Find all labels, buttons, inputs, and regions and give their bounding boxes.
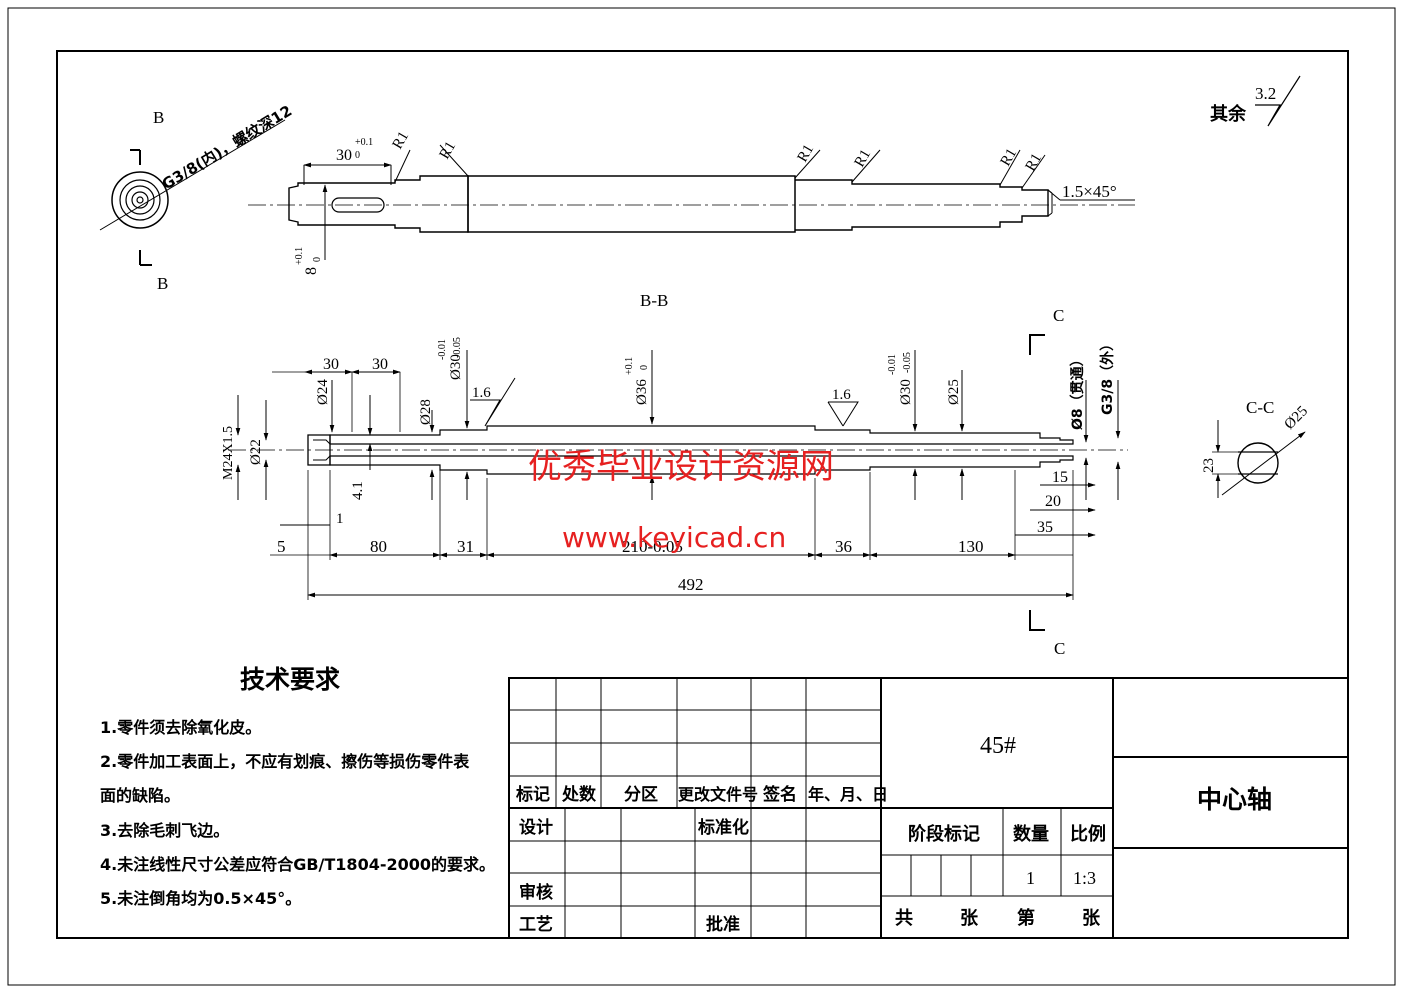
dim-30-a: 30 <box>323 356 339 373</box>
radius-label-3: R1 <box>795 142 818 165</box>
dim-d28: Ø28 <box>418 399 434 425</box>
role-process: 工艺 <box>519 914 553 935</box>
overall-length: 492 <box>678 575 704 594</box>
dim-g38-ext: G3/8（外） <box>1099 337 1116 415</box>
svg-text:+0.1: +0.1 <box>294 247 305 265</box>
dim-5: 5 <box>277 537 286 556</box>
svg-text:0: 0 <box>312 257 323 262</box>
svg-text:0: 0 <box>355 150 360 161</box>
radius-label-4: R1 <box>852 147 875 170</box>
keyway-length: 30 <box>336 147 352 164</box>
section-title-cc: C-C <box>1246 398 1274 417</box>
dim-d36: Ø36 <box>634 379 650 405</box>
qty-value: 1 <box>1026 868 1035 888</box>
role-design: 设计 <box>519 817 553 838</box>
radius-label-2: R1 <box>437 139 460 162</box>
dim-1: 1 <box>336 511 344 527</box>
svg-text:-0.01: -0.01 <box>887 354 898 375</box>
cc-height: 23 <box>1201 458 1217 473</box>
roughness-other: 其余 3.2 <box>1210 75 1301 127</box>
dim-20: 20 <box>1045 493 1061 510</box>
svg-text:-0.05: -0.05 <box>902 352 913 373</box>
dim-130: 130 <box>958 537 984 556</box>
role-check: 审核 <box>519 882 553 903</box>
material: 45# <box>980 733 1016 759</box>
section-bb: C C 5 80 31 210-0.05 36 130 492 15 20 35 <box>221 306 1128 658</box>
rev-h6: 年、月、日 <box>808 785 888 804</box>
radius-label-1: R1 <box>390 129 413 152</box>
outer-frame <box>7 7 1396 986</box>
section-mark-c-bottom: C <box>1054 639 1065 658</box>
stage-label: 阶段标记 <box>908 823 980 845</box>
radius-label-5: R1 <box>998 146 1021 169</box>
dim-15: 15 <box>1052 469 1068 486</box>
tech-item-3: 3.去除毛刺飞边。 <box>100 821 229 840</box>
roughness-other-label: 其余 <box>1210 103 1247 125</box>
end-view: B B G3/8(内)，螺纹深12 <box>99 102 295 293</box>
title-block: 标记 处数 分区 更改文件号 签名 年、月、日 设计 标准化 审核 工艺 批准 … <box>508 677 1349 939</box>
dim-31: 31 <box>457 537 474 556</box>
rev-h2: 处数 <box>561 784 597 805</box>
sheet-no-label: 第 <box>1017 907 1035 929</box>
tech-requirements: 技术要求 1.零件须去除氧化皮。 2.零件加工表面上，不应有划痕、擦伤等损伤零件… <box>100 665 495 908</box>
dim-d25: Ø25 <box>946 379 962 405</box>
sheet-total-label: 共 <box>895 908 913 929</box>
section-cc: 23 Ø25 <box>1201 403 1311 498</box>
dim-d30-left: Ø30 <box>448 354 464 380</box>
svg-text:+0.1: +0.1 <box>624 357 635 375</box>
section-mark-c-top: C <box>1053 306 1064 325</box>
sheet-total-unit: 张 <box>960 908 979 929</box>
scale-label: 比例 <box>1070 823 1106 845</box>
dim-80: 80 <box>370 537 387 556</box>
rev-h5: 签名 <box>762 784 797 805</box>
rev-h1: 标记 <box>516 784 550 805</box>
section-title-bb: B-B <box>640 291 668 310</box>
tech-item-2: 2.零件加工表面上，不应有划痕、擦伤等损伤零件表 <box>100 752 470 771</box>
chamfer-note: 1.5×45° <box>1062 182 1117 201</box>
sheet-no-unit: 张 <box>1082 908 1101 929</box>
keyway-width: 8 <box>303 267 320 275</box>
svg-text:-0.05: -0.05 <box>452 337 463 358</box>
dim-35: 35 <box>1037 519 1053 536</box>
dim-4-1: 4.1 <box>350 481 366 500</box>
tech-title: 技术要求 <box>240 665 340 694</box>
shaft-top-view: 30 +0.1 0 8 +0.1 0 R1 R1 R1 R1 R1 R1 1.5… <box>248 129 1135 275</box>
tech-item-5: 5.未注倒角均为0.5×45°。 <box>100 889 301 908</box>
part-name: 中心轴 <box>1197 785 1272 814</box>
tech-item-1: 1.零件须去除氧化皮。 <box>100 718 261 737</box>
tech-item-4: 4.未注线性尺寸公差应符合GB/T1804-2000的要求。 <box>100 855 495 874</box>
dim-210: 210-0.05 <box>622 537 683 556</box>
role-standard: 标准化 <box>698 817 749 838</box>
dim-30-b: 30 <box>372 356 388 373</box>
watermark-url: www.keyicad.cn <box>562 521 786 554</box>
dim-d8: Ø8（贯通） <box>1069 352 1086 430</box>
tech-item-2b: 面的缺陷。 <box>100 786 180 805</box>
role-approve: 批准 <box>706 914 740 935</box>
dim-m24: M24X1.5 <box>221 426 236 480</box>
dim-d24: Ø24 <box>315 379 331 405</box>
roughness-1: 1.6 <box>472 385 491 401</box>
roughness-other-value: 3.2 <box>1255 84 1276 103</box>
thread-note: G3/8(内)，螺纹深12 <box>159 102 295 194</box>
dim-d30-right: Ø30 <box>898 379 914 405</box>
watermark-cn: 优秀毕业设计资源网 <box>528 447 834 487</box>
svg-text:0: 0 <box>639 365 650 370</box>
dim-36: 36 <box>835 537 852 556</box>
section-mark-b-bottom: B <box>157 274 168 293</box>
scale-value: 1:3 <box>1073 868 1096 888</box>
radius-label-6: R1 <box>1023 151 1046 174</box>
svg-text:-0.01: -0.01 <box>437 339 448 360</box>
rev-h3: 分区 <box>624 785 658 805</box>
cc-diameter: Ø25 <box>1282 403 1312 433</box>
section-mark-b-top: B <box>153 108 164 127</box>
roughness-2: 1.6 <box>832 387 851 403</box>
keyway-tol: +0.1 <box>355 137 373 148</box>
qty-label: 数量 <box>1013 823 1049 845</box>
inner-frame <box>56 50 1349 939</box>
dim-d22: Ø22 <box>248 439 264 465</box>
rev-h4: 更改文件号 <box>678 785 758 804</box>
